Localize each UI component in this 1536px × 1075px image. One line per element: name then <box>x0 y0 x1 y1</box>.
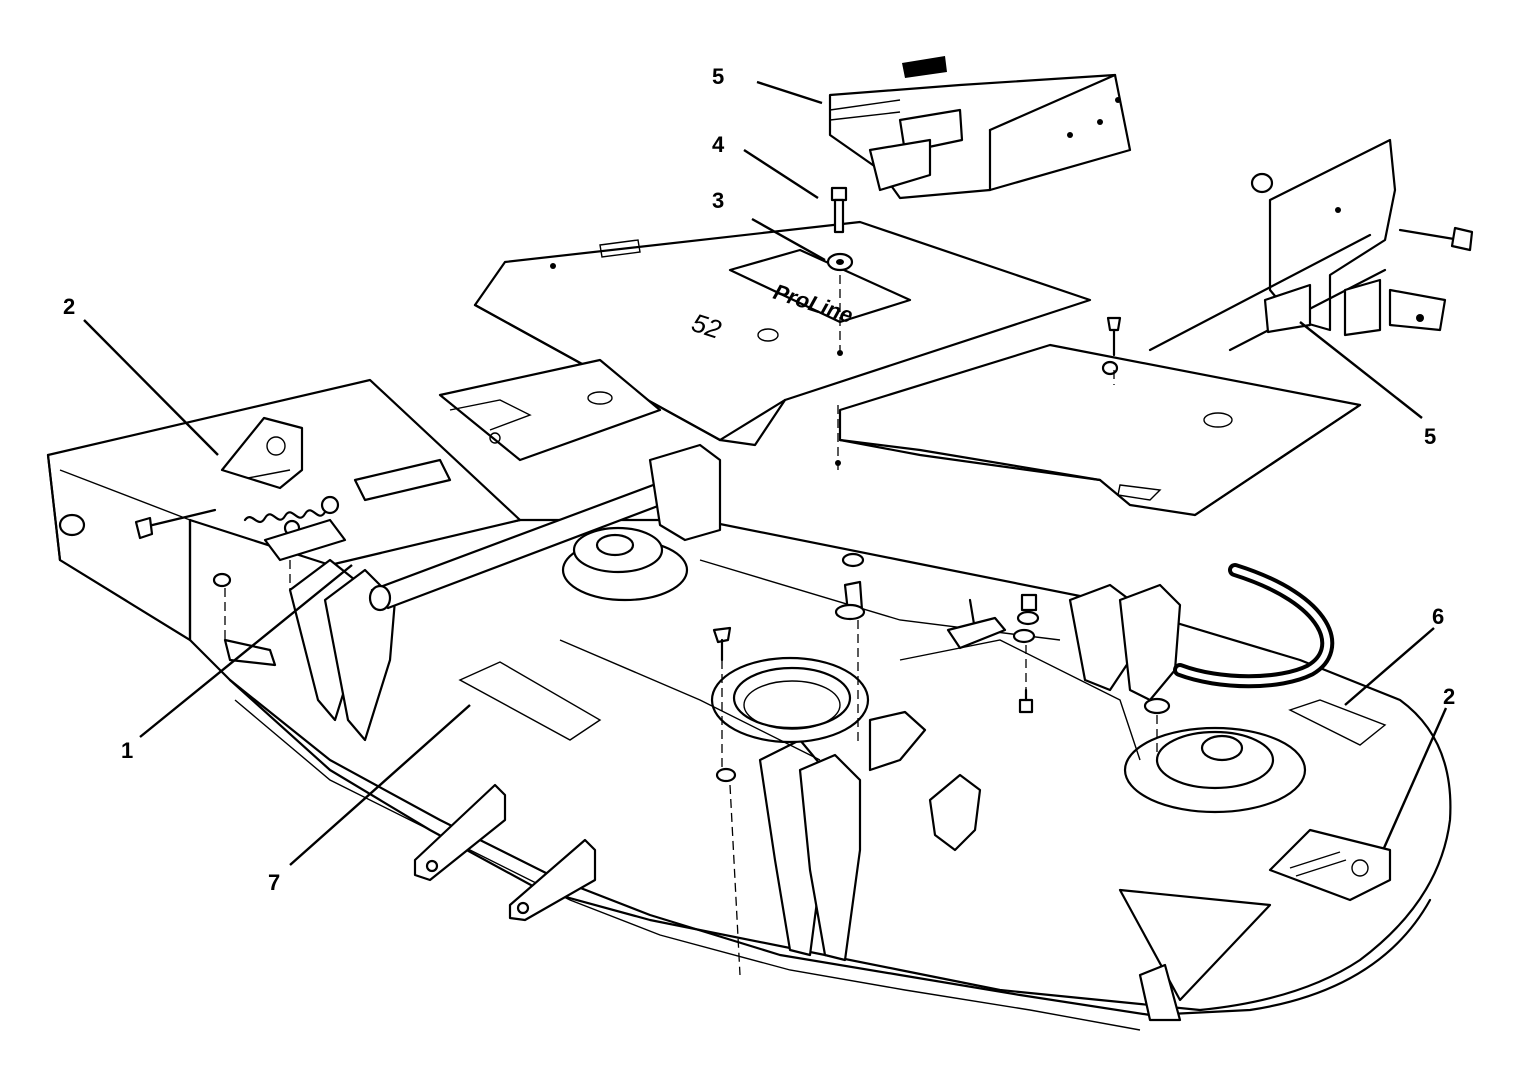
deck-cover-right <box>838 343 1362 517</box>
callout-7: 7 <box>268 870 281 895</box>
deck-cover-left <box>438 358 662 462</box>
callout-1: 1 <box>121 738 134 763</box>
mower-deck <box>46 378 1452 1031</box>
callout-2-left: 2 <box>63 294 76 319</box>
hardware-bolt <box>830 186 848 234</box>
assembly-lines <box>224 275 1158 976</box>
callout-2-right: 2 <box>1443 684 1456 709</box>
callout-6: 6 <box>1432 604 1445 629</box>
callout-5-right: 5 <box>1424 424 1437 449</box>
bracket-right <box>1148 138 1474 352</box>
hardware-misc <box>212 316 1171 783</box>
leader-lines <box>83 80 1448 866</box>
hardware-washer <box>826 252 854 272</box>
callout-5-top: 5 <box>712 64 725 89</box>
bracket-top <box>828 56 1132 200</box>
callout-4: 4 <box>712 132 725 157</box>
callout-3: 3 <box>712 188 725 213</box>
